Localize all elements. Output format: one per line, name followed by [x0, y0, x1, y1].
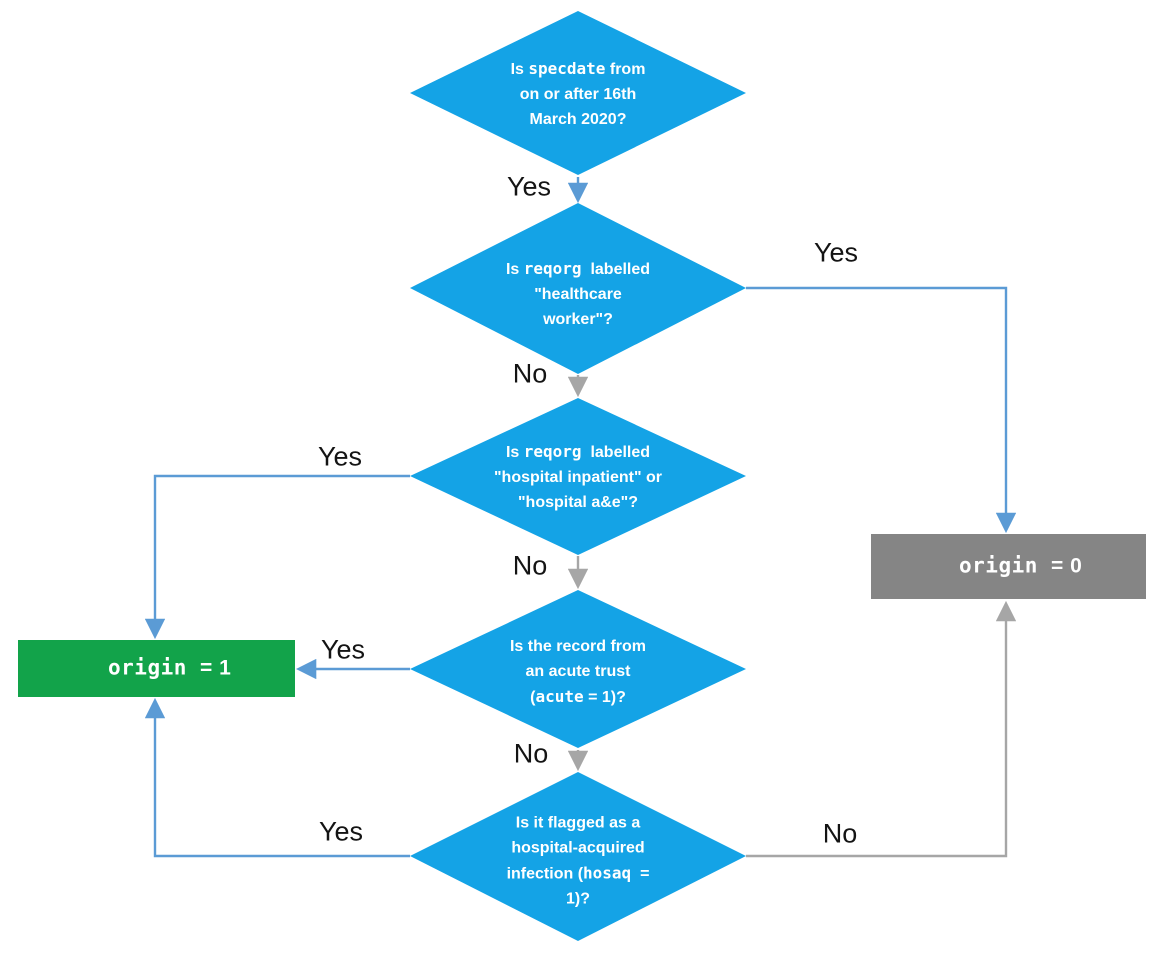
edge-label-acute-trust-no: No — [513, 738, 549, 769]
diamond-healthcare-worker — [410, 203, 746, 374]
node-text-healthcare-worker: Is reqorg labelled "healthcare worker"? — [505, 259, 651, 328]
diamond-specdate-after-16-march-2020 — [410, 11, 746, 175]
diamond-acute-trust — [410, 590, 746, 748]
edge-label-acute-trust-yes: Yes — [320, 634, 366, 665]
diamond-hospital-acquired-infection — [410, 772, 746, 941]
result-text-origin-1: origin = 1 — [108, 655, 232, 680]
diamond-hospital-inpatient-or-ae — [410, 398, 746, 555]
edge-label-healthcare-worker-yes: Yes — [813, 237, 859, 268]
node-text-hospital-acquired: Is it flagged as a hospital-acquired inf… — [506, 814, 650, 908]
edge-label-specdate-yes: Yes — [506, 171, 552, 202]
edge-hospital-acquired-no — [746, 600, 1017, 858]
node-text-acute-trust: Is the record from an acute trust (acute… — [509, 638, 647, 706]
edge-label-hospital-acquired-yes: Yes — [318, 816, 364, 847]
edge-hospital-acquired-yes — [144, 697, 410, 858]
edge-label-hospital-inpatient-no: No — [512, 550, 548, 581]
edge-healthcare-worker-yes — [746, 286, 1017, 534]
node-text-specdate: Is specdate from on or after 16th March … — [510, 59, 646, 128]
edge-label-hospital-acquired-no: No — [822, 818, 858, 849]
edge-label-healthcare-worker-no: No — [512, 358, 548, 389]
edge-hospital-inpatient-yes — [144, 474, 410, 640]
result-text-origin-0: origin = 0 — [959, 553, 1083, 578]
result-box-origin-1 — [18, 640, 295, 697]
edge-label-hospital-inpatient-yes: Yes — [317, 441, 363, 472]
result-box-origin-0 — [871, 534, 1146, 599]
node-text-hospital-inpatient: Is reqorg labelled "hospital inpatient" … — [493, 442, 663, 511]
